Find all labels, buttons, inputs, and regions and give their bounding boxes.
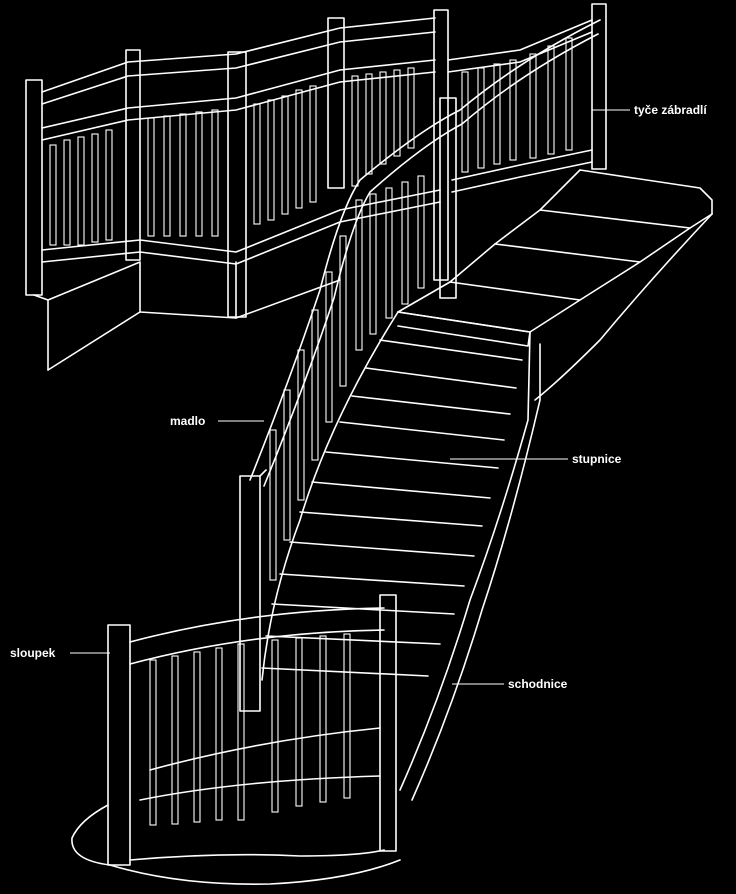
bottom-railing	[71, 594, 401, 885]
main-flight-balusters	[269, 175, 425, 581]
upper-gallery-railing	[25, 9, 449, 371]
label-balusters: tyče zábradlí	[592, 103, 707, 117]
label-stringer: schodnice	[452, 677, 568, 691]
middle-newel-post	[239, 469, 267, 712]
upper-landing-steps	[397, 169, 713, 401]
label-stringer-text: schodnice	[508, 677, 568, 691]
label-balusters-text: tyče zábradlí	[634, 103, 707, 117]
label-newel-post: sloupek	[10, 646, 110, 660]
label-tread: stupnice	[450, 452, 622, 466]
label-handrail-text: madlo	[170, 414, 205, 428]
upper-right-railing	[447, 3, 607, 193]
label-newel-post-text: sloupek	[10, 646, 56, 660]
label-handrail: madlo	[170, 414, 264, 428]
handrail	[249, 19, 601, 487]
label-tread-text: stupnice	[572, 452, 622, 466]
